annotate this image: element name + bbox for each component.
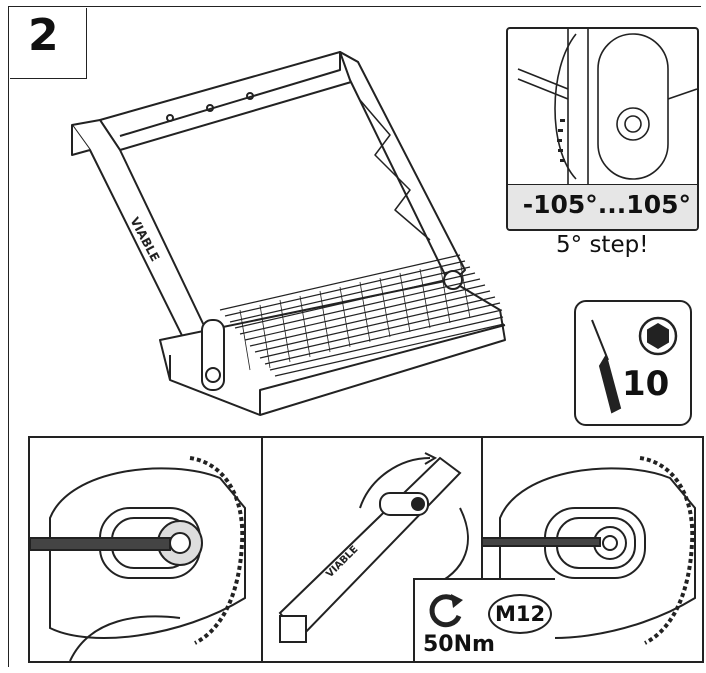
- instruction-frame: [8, 6, 701, 667]
- step-box: [10, 8, 87, 79]
- torque-box: 50Nm M12: [413, 578, 555, 661]
- adjustment-panel: VIABLE 50Nm M12: [28, 436, 704, 663]
- rotate-clockwise-icon: [429, 594, 463, 628]
- step-number: 2: [28, 10, 59, 61]
- fin-hatching: [239, 259, 471, 371]
- bracket-top-bar: [99, 51, 359, 151]
- right-screwdriver: [481, 537, 601, 547]
- pivot-closeup: [517, 29, 697, 184]
- left-screwdriver: [30, 537, 171, 551]
- bracket-right-arm: [339, 51, 466, 286]
- floodlight-illustration: VIABLE: [71, 51, 506, 416]
- hex-socket-icon: [638, 316, 678, 356]
- tool-size: 10: [622, 364, 670, 404]
- left-knuckle: [201, 319, 225, 391]
- angle-range-label: -105°...105°: [522, 190, 691, 219]
- step-note: 5° step!: [556, 232, 649, 258]
- rotation-detail-inset: -105°...105°: [506, 27, 699, 231]
- angle-range-bar: -105°...105°: [508, 184, 697, 229]
- thread-size-badge: M12: [488, 594, 552, 634]
- tool-box: 10: [574, 300, 692, 426]
- screwdriver-icon: [591, 319, 622, 414]
- torque-value: 50Nm: [423, 632, 495, 657]
- adjustment-illustrations: VIABLE: [30, 438, 696, 661]
